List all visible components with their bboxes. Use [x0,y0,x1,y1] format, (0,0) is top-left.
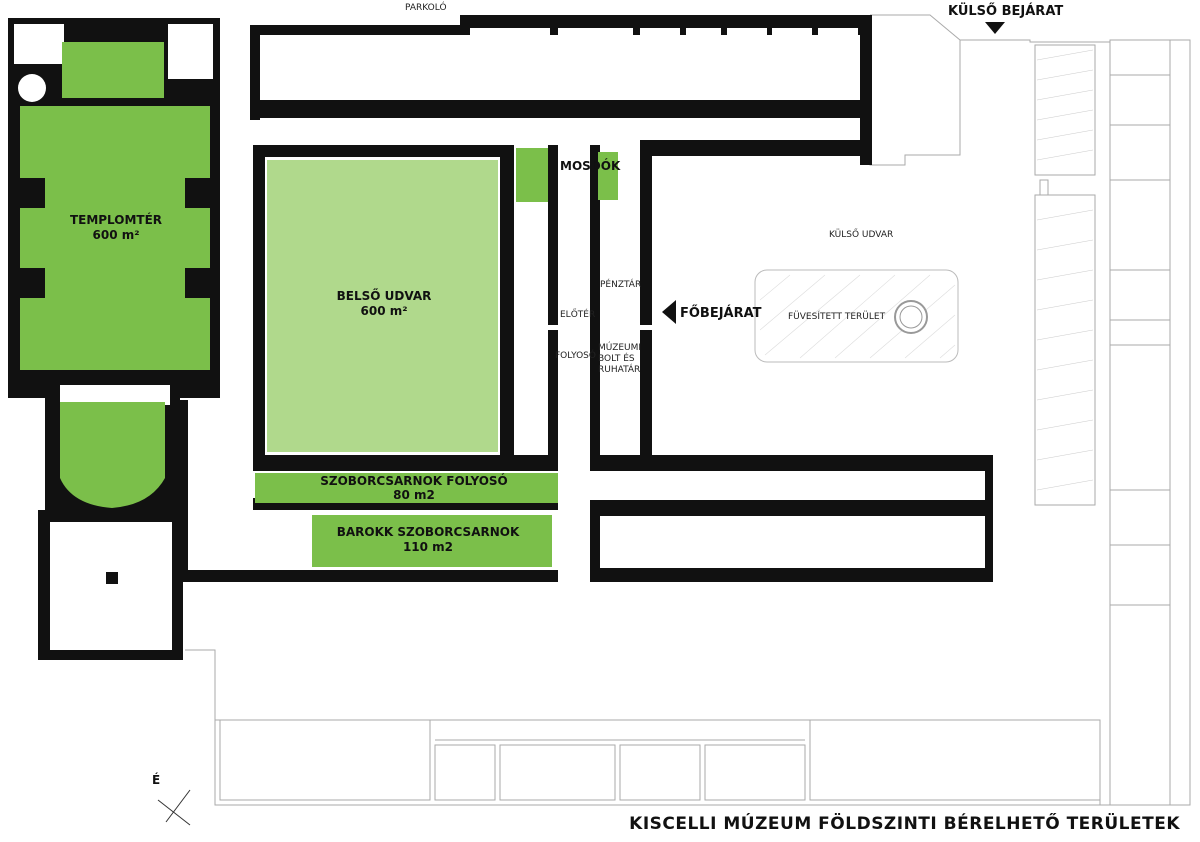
main-entrance-arrow-icon [662,300,676,324]
church-choir-area [62,42,164,98]
shop-label-2: BOLT ÉS [598,352,635,364]
church-apse-area [60,402,165,508]
church-nave-area [20,106,210,370]
baroque-hall-area [312,515,552,567]
sculpture-corridor-area-value: 80 m2 [393,488,435,502]
sculpture-corridor-area [255,473,558,503]
toilets-area-1 [516,148,548,202]
shop-label-1: MÚZEUMI [598,341,641,353]
compass-label: É [152,772,160,787]
room-interiors [266,28,982,568]
parking-label: PARKOLÓ [405,1,447,13]
compass-icon [157,789,191,826]
sculpture-corridor-name: SZOBORCSARNOK FOLYOSÓ [320,473,508,488]
cashier-label: PÉNZTÁR [600,278,641,290]
grass-area [754,269,959,363]
site-outline [185,14,1191,806]
courtyard-area [267,160,498,452]
grass-area-label: FÜVESÍTETT TERÜLET [788,310,886,322]
shop-label-3: RUHATÁR [598,363,640,375]
hatched-strips [1036,49,1094,491]
baroque-hall-area-value: 110 m2 [403,540,453,554]
outer-entrance-arrow-icon [985,22,1005,34]
outer-entrance-label: KÜLSŐ BEJÁRAT [948,3,1063,19]
courtyard-area-value: 600 m² [361,304,408,318]
outer-yard-label: KÜLSŐ UDVAR [829,229,893,240]
corridor-label: FOLYOSÓ [555,349,596,361]
toilets-label: MOSDÓK [560,158,621,173]
lobby-label: ELŐTÉR [560,308,595,320]
toilets-area-2 [598,152,618,200]
church-area: 600 m² [93,228,140,242]
church-name: TEMPLOMTÉR [70,212,162,227]
map-title: KISCELLI MÚZEUM FÖLDSZINTI BÉRELHETŐ TER… [629,814,1180,834]
baroque-hall-name: BAROKK SZOBORCSARNOK [337,525,520,539]
courtyard-name: BELSŐ UDVAR [337,288,432,303]
main-entrance-label: FŐBEJÁRAT [680,305,762,321]
